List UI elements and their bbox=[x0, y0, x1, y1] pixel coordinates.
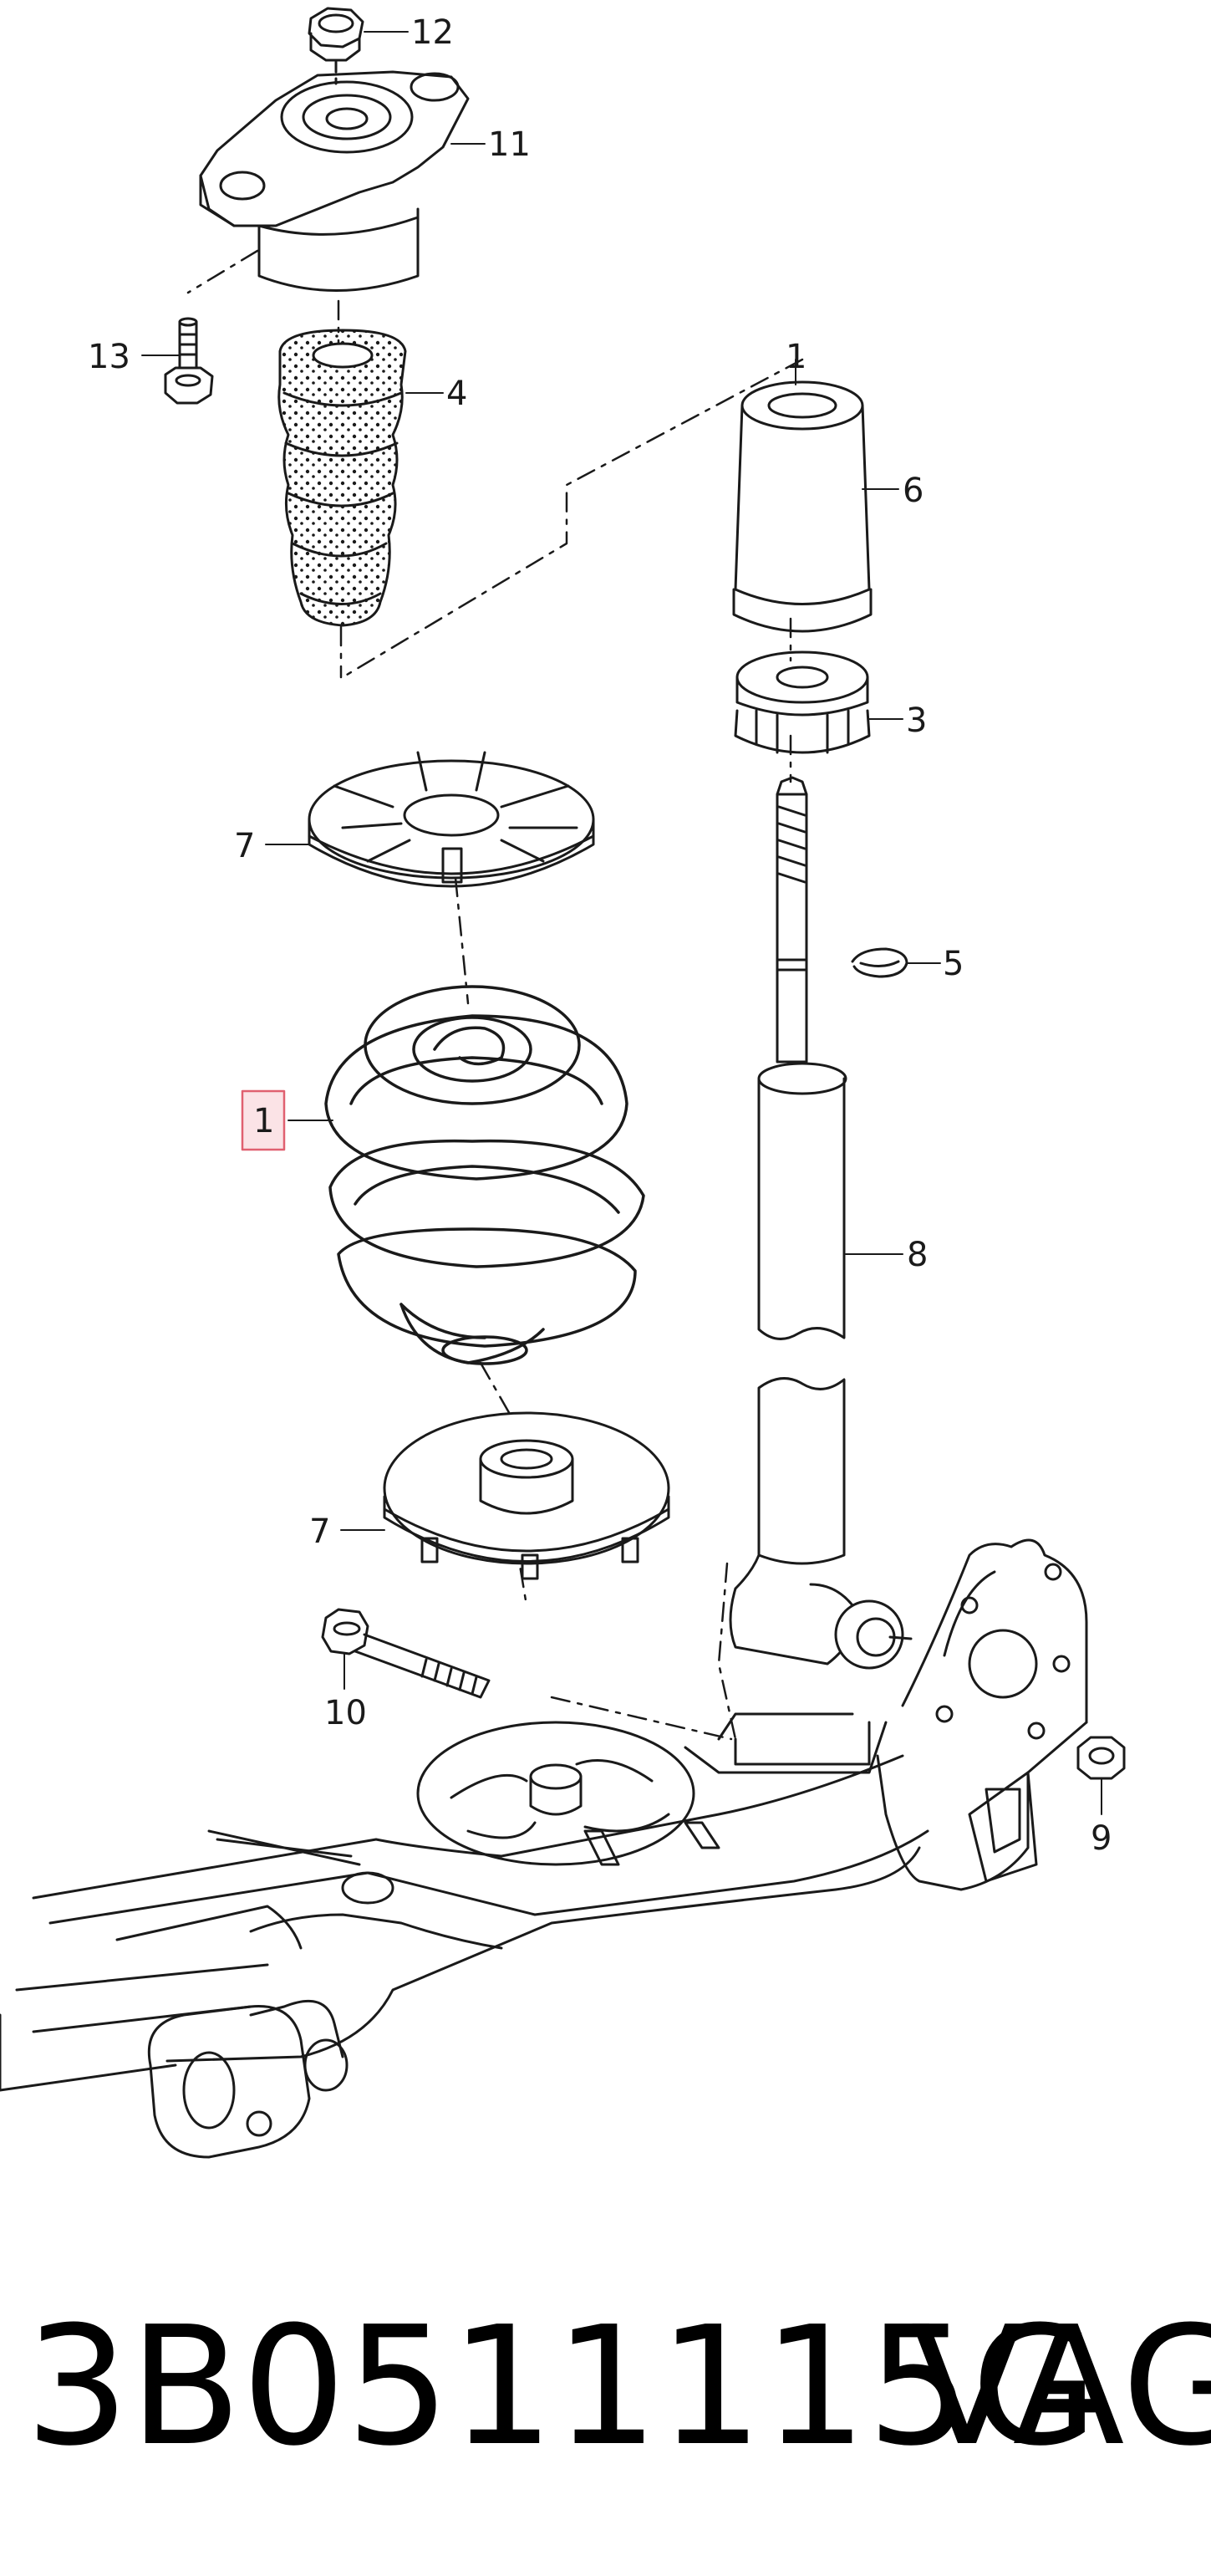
callout-7-upper: 7 bbox=[234, 827, 255, 865]
part-number: 3B0511115G bbox=[25, 2292, 1098, 2482]
callout-1-top: 1 bbox=[786, 338, 806, 376]
callout-5: 5 bbox=[943, 945, 964, 983]
assembly-lines bbox=[186, 249, 804, 1824]
callout-7-lower: 7 bbox=[309, 1512, 330, 1551]
part-11-top-mount bbox=[199, 70, 470, 292]
callout-12: 12 bbox=[411, 13, 454, 52]
part-9-nut bbox=[1076, 1736, 1126, 1780]
part-7-lower-spring-seat bbox=[383, 1411, 670, 1580]
part-4-bump-stop bbox=[277, 329, 407, 627]
callout-3: 3 bbox=[906, 701, 927, 740]
part-7-upper-spring-seat bbox=[308, 751, 595, 888]
part-1-coil-spring bbox=[324, 985, 645, 1365]
part-5-circlip bbox=[851, 947, 908, 978]
callout-9: 9 bbox=[1091, 1819, 1112, 1858]
axle-pivot-bushing bbox=[115, 1905, 349, 2159]
part-10-bolt bbox=[321, 1608, 491, 1699]
rear-axle-beam bbox=[0, 1538, 1088, 2092]
part-3-bushing bbox=[734, 650, 871, 754]
part-8-shock-absorber bbox=[729, 776, 913, 1670]
part-13-bolt bbox=[164, 317, 214, 405]
callout-10: 10 bbox=[324, 1694, 367, 1732]
highlight-box bbox=[241, 1089, 286, 1151]
part-6-dust-boot bbox=[732, 380, 873, 633]
callout-6: 6 bbox=[903, 472, 924, 510]
callout-13: 13 bbox=[88, 338, 130, 376]
part-12-top-nut bbox=[308, 7, 364, 85]
callout-11: 11 bbox=[488, 125, 531, 164]
callout-leaders bbox=[141, 31, 1102, 1815]
callout-1-highlighted: 1 bbox=[253, 1102, 274, 1140]
callout-labels: 12 11 13 4 1 6 3 7 5 1 8 7 10 9 bbox=[88, 13, 1112, 1858]
callout-8: 8 bbox=[907, 1236, 928, 1274]
callout-4: 4 bbox=[446, 375, 467, 413]
brand-name: VAG bbox=[911, 2292, 1211, 2482]
